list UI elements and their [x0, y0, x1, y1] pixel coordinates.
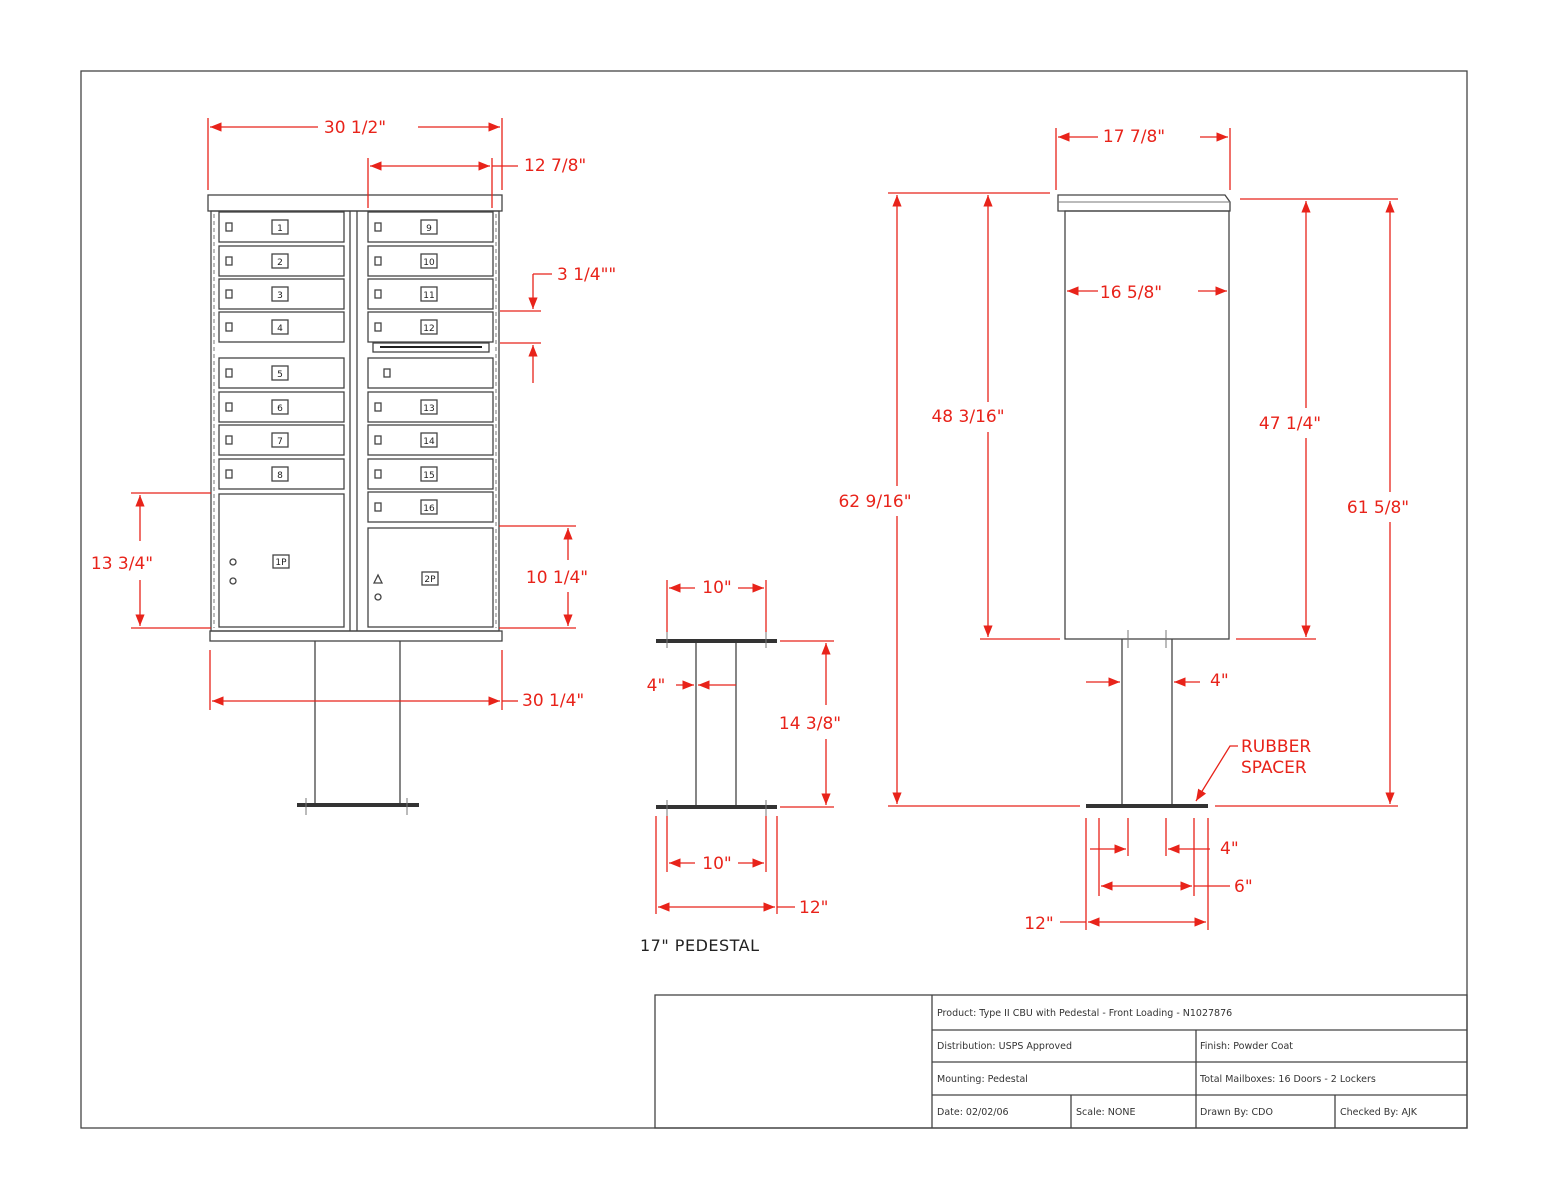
tb-distribution: Distribution: USPS Approved [937, 1041, 1072, 1052]
parcel-locker-2p [367, 527, 494, 628]
pedestal-dimensions: 10" 4" 14 3/8" 10" 12" [647, 578, 841, 918]
side-top-cap [1057, 194, 1231, 212]
pedestal-bottom-plate [656, 805, 777, 809]
dim-pedestal-top-width: 10" [702, 578, 731, 598]
tb-date: Date: 02/02/06 [937, 1107, 1009, 1118]
right-door-number: 10 [423, 258, 435, 268]
dim-door-height: 3 1/4"" [557, 265, 616, 285]
dim-side-body-depth: 16 5/8" [1100, 283, 1162, 303]
dim-parcel-left-height: 13 3/4" [91, 554, 153, 574]
right-door: 12 [367, 311, 494, 343]
tb-scale: Scale: NONE [1076, 1107, 1135, 1118]
front-dimensions: 30 1/2" 12 7/8" 3 1/4"" 13 3/4" 10 1/4" … [91, 118, 616, 711]
tb-mounting: Mounting: Pedestal [937, 1074, 1028, 1085]
right-door: 14 [367, 424, 494, 456]
dim-post-bottom: 4" [1220, 839, 1239, 859]
parcel-label-2p: 2P [424, 575, 436, 585]
left-door: 4 [218, 311, 345, 343]
dim-body-height-right: 47 1/4" [1259, 414, 1321, 434]
left-door-number: 5 [277, 370, 283, 380]
left-door-number: 1 [277, 224, 283, 234]
callout-spacer: SPACER [1241, 758, 1307, 778]
left-door-number: 4 [277, 324, 283, 334]
side-base-plate [1086, 804, 1208, 808]
dim-overall-width: 30 1/2" [324, 118, 386, 138]
right-door: 11 [367, 278, 494, 310]
dim-inner-base: 6" [1234, 877, 1253, 897]
front-pedestal-foot [297, 803, 419, 807]
dim-door-width: 12 7/8" [524, 156, 586, 176]
dim-pedestal-base-width: 12" [799, 898, 828, 918]
left-door: 3 [218, 278, 345, 310]
left-door: 8 [218, 458, 345, 490]
left-door: 6 [218, 391, 345, 423]
left-door-number: 3 [277, 291, 283, 301]
right-door-number: 14 [423, 437, 435, 447]
pedestal-caption: 17" PEDESTAL [640, 936, 760, 955]
right-door: 9 [367, 211, 494, 243]
right-door: 15 [367, 458, 494, 490]
cbu-top-cap [207, 194, 503, 212]
dim-base-width: 30 1/4" [522, 691, 584, 711]
dim-pedestal-height: 14 3/8" [779, 714, 841, 734]
tb-product: Product: Type II CBU with Pedestal - Fro… [937, 1008, 1232, 1019]
side-body [1064, 210, 1230, 640]
outgoing-mail-door [367, 357, 494, 389]
right-door-number: 15 [423, 471, 434, 481]
dim-overall-left: 62 9/16" [838, 492, 911, 512]
right-door-number: 16 [423, 504, 435, 514]
pedestal-view [656, 632, 777, 816]
dim-pedestal-bottom-width: 10" [702, 854, 731, 874]
sheet-border [80, 70, 1468, 1129]
dim-side-top-depth: 17 7/8" [1103, 127, 1165, 147]
parcel-locker-1p [218, 493, 345, 628]
dim-parcel-right-height: 10 1/4" [526, 568, 588, 588]
tb-drawn: Drawn By: CDO [1200, 1107, 1273, 1118]
left-door-number: 8 [277, 471, 283, 481]
right-door: 16 [367, 491, 494, 523]
left-door: 1 [218, 211, 345, 243]
right-door-number: 11 [423, 291, 434, 301]
tb-finish: Finish: Powder Coat [1200, 1041, 1293, 1052]
left-door: 7 [218, 424, 345, 456]
dim-post-top: 4" [1210, 671, 1229, 691]
cbu-base [209, 630, 503, 642]
right-door-number: 9 [426, 224, 432, 234]
title-block: Product: Type II CBU with Pedestal - Fro… [654, 994, 1468, 1129]
left-door: 2 [218, 245, 345, 277]
callout-rubber: RUBBER [1241, 737, 1311, 757]
dim-body-height-left: 48 3/16" [931, 407, 1004, 427]
parcel-label-1p: 1P [275, 558, 287, 568]
tb-total: Total Mailboxes: 16 Doors - 2 Lockers [1199, 1074, 1376, 1085]
dim-side-base: 12" [1024, 914, 1053, 934]
right-door-number: 13 [423, 404, 434, 414]
pedestal-top-plate [656, 639, 777, 643]
right-door-number: 12 [423, 324, 434, 334]
dim-pedestal-post-width: 4" [647, 676, 666, 696]
dim-overall-right: 61 5/8" [1347, 498, 1409, 518]
tb-checked: Checked By: AJK [1340, 1107, 1418, 1118]
side-view [1057, 194, 1231, 808]
cbu-body [210, 210, 500, 632]
right-door: 10 [367, 245, 494, 277]
left-door-number: 2 [277, 258, 283, 268]
right-door: 13 [367, 391, 494, 423]
left-door-number: 6 [277, 404, 283, 414]
left-door: 5 [218, 357, 345, 389]
side-dimensions: 17 7/8" 16 5/8" 62 9/16" 48 3/16" 47 1/4… [838, 127, 1409, 934]
left-door-number: 7 [277, 437, 283, 447]
